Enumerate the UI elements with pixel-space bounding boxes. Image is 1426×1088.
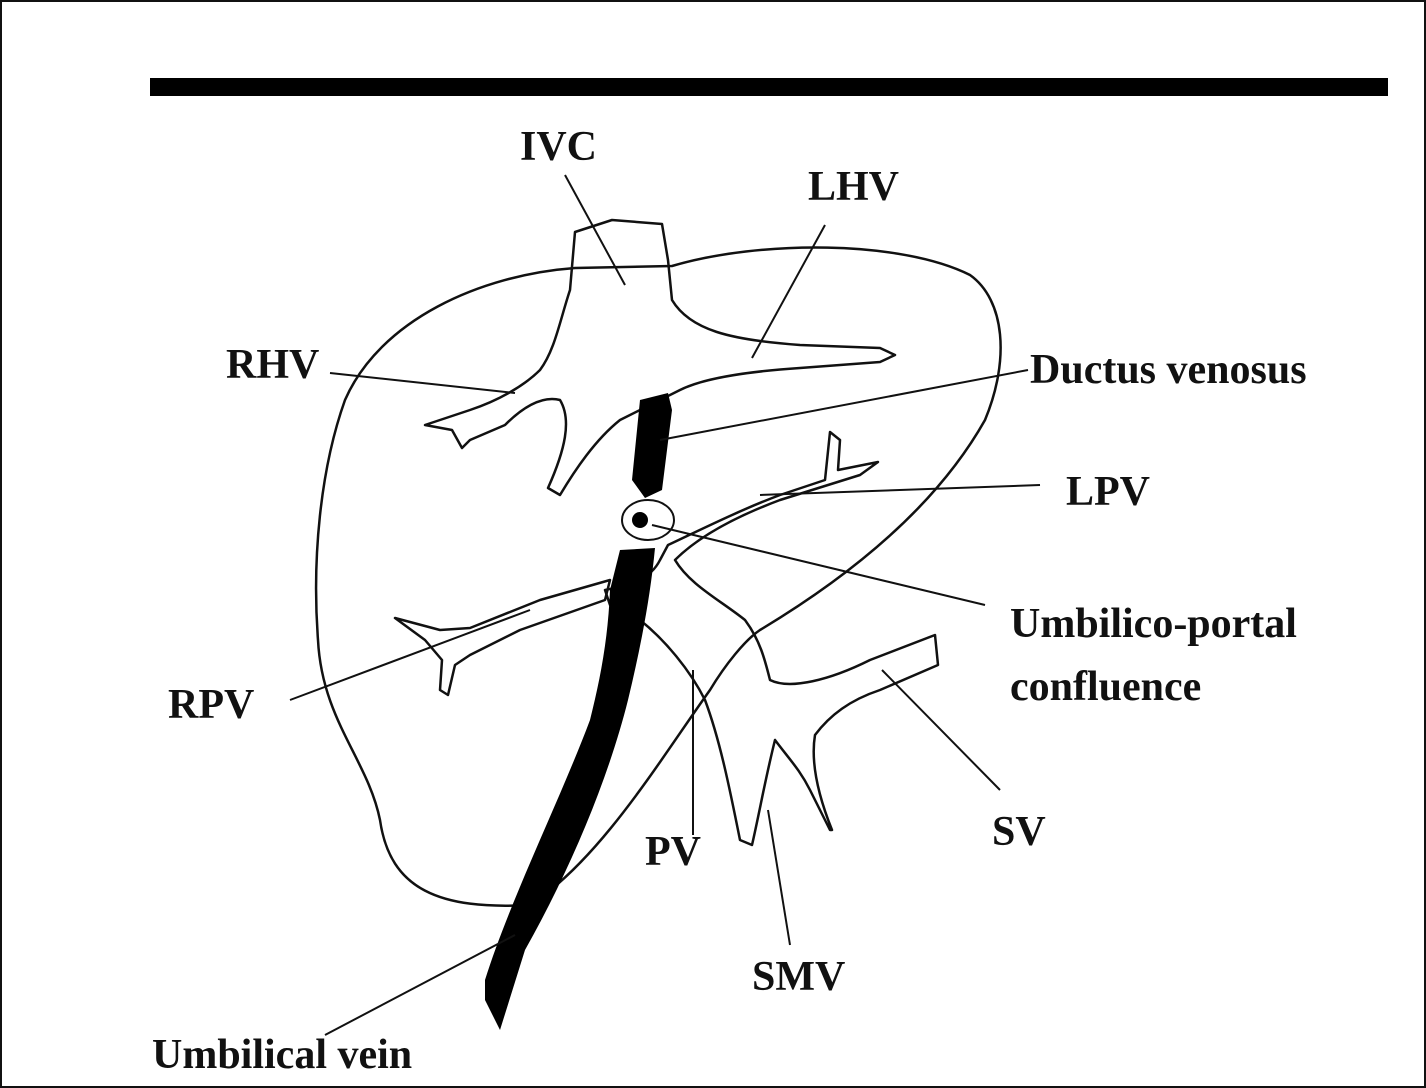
label-rpv: RPV [168,682,254,728]
leader-lines [290,175,1040,1035]
label-confluence: confluence [1010,664,1201,710]
label-pv: PV [645,829,701,875]
label-lhv: LHV [808,164,899,210]
label-umbilico-portal: Umbilico-portal [1010,601,1297,647]
liver-outline [316,248,1001,906]
right-portal-vein [395,580,610,695]
title-bar [150,78,1388,96]
label-ductus-venosus: Ductus venosus [1030,347,1307,393]
label-sv: SV [992,809,1046,855]
label-rhv: RHV [226,342,319,388]
umbilical-vein-vessel [485,548,655,1030]
label-lpv: LPV [1066,469,1150,515]
label-umbilical-vein: Umbilical vein [152,1032,412,1078]
label-smv: SMV [752,954,845,1000]
label-ivc: IVC [520,124,597,170]
confluence-dot [632,512,648,528]
ductus-venosus-vessel [632,393,672,498]
